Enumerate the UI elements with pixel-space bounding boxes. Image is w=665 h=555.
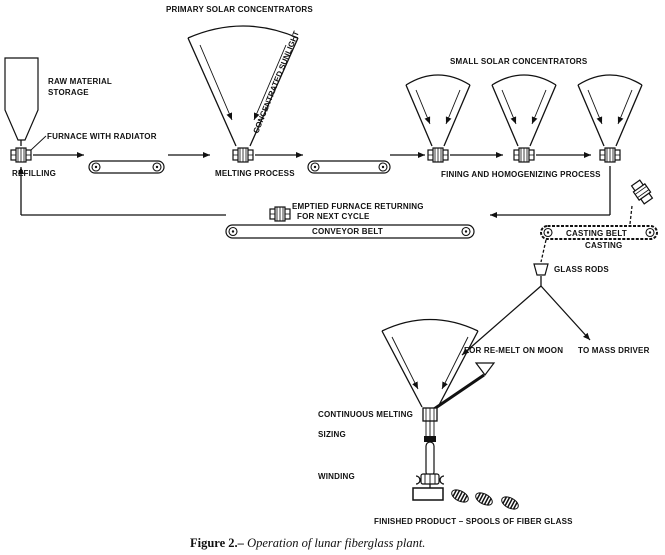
primary-solar-concentrator [187,25,299,147]
fining-process-label: FINING AND HOMOGENIZING PROCESS [441,170,601,179]
conveyor-belt [225,224,475,239]
concentrated-sunlight-label: CONCENTRATED SUNLIGHT [252,30,301,135]
transport-belt-2 [307,160,391,174]
glass-rods-bin [533,263,549,276]
continuous-melting-concentrator [381,318,479,408]
winding-label: WINDING [318,472,355,481]
furnace-with-radiator-label: FURNACE WITH RADIATOR [47,132,157,141]
raw-material-hopper [4,57,39,146]
remelt-chute [433,373,485,411]
continuous-melting-furnace [422,407,438,422]
small-concentrator-2 [491,74,557,147]
furnace-fining-1 [427,147,449,163]
arrow-to-mass-driver [540,285,591,341]
furnace-label-leader [30,135,47,151]
furnace-fining-2 [513,147,535,163]
arrow-to-remelt [461,285,542,356]
conveyor-belt-label: CONVEYOR BELT [312,227,383,236]
glass-rods-label: GLASS RODS [554,265,609,274]
small-concentrators-label: SMALL SOLAR CONCENTRATORS [450,57,588,66]
furnace-melting [232,147,254,163]
furnace-returning [269,206,291,222]
figure-caption-number: Figure 2.– [190,536,245,550]
mass-driver-label: TO MASS DRIVER [578,346,650,355]
sizing-label: SIZING [318,430,346,439]
casting-belt-label: CASTING BELT [566,229,627,238]
casting-belt [540,225,658,240]
small-concentrator-3 [577,74,643,147]
fiber-strands [425,421,435,437]
rods-drop [540,239,547,263]
small-concentrator-1 [405,74,471,147]
pour-stream [629,205,633,225]
refilling-label: REFILLING [12,169,56,178]
remelt-label: FOR RE-MELT ON MOON [464,346,563,355]
fiber-spool-2 [472,489,496,509]
sizing-applicator [424,436,436,442]
furnace-fining-3 [599,147,621,163]
winder [412,473,445,501]
remelt-feed-hopper [474,362,496,376]
emptied-furnace-label-2: FOR NEXT CYCLE [297,212,370,221]
transport-belt-1 [88,160,165,174]
fiber-spool-3 [498,493,522,513]
continuous-melting-label: CONTINUOUS MELTING [318,410,413,419]
melting-process-label: MELTING PROCESS [215,169,295,178]
raw-material-label-2: STORAGE [48,88,89,97]
furnace-pouring [630,179,654,205]
raw-material-label-1: RAW MATERIAL [48,77,112,86]
furnace-refilling [10,147,32,163]
figure-caption: Figure 2.– Operation of lunar fiberglass… [190,536,425,550]
primary-concentrators-label: PRIMARY SOLAR CONCENTRATORS [166,5,313,14]
figure-caption-title: Operation of lunar fiberglass plant. [244,536,426,550]
casting-label: CASTING [585,241,622,250]
emptied-furnace-label-1: EMPTIED FURNACE RETURNING [292,202,424,211]
finished-product-label: FINISHED PRODUCT – SPOOLS OF FIBER GLASS [374,517,573,526]
fiber-spool-1 [448,486,472,506]
fiber-guide [425,441,435,477]
